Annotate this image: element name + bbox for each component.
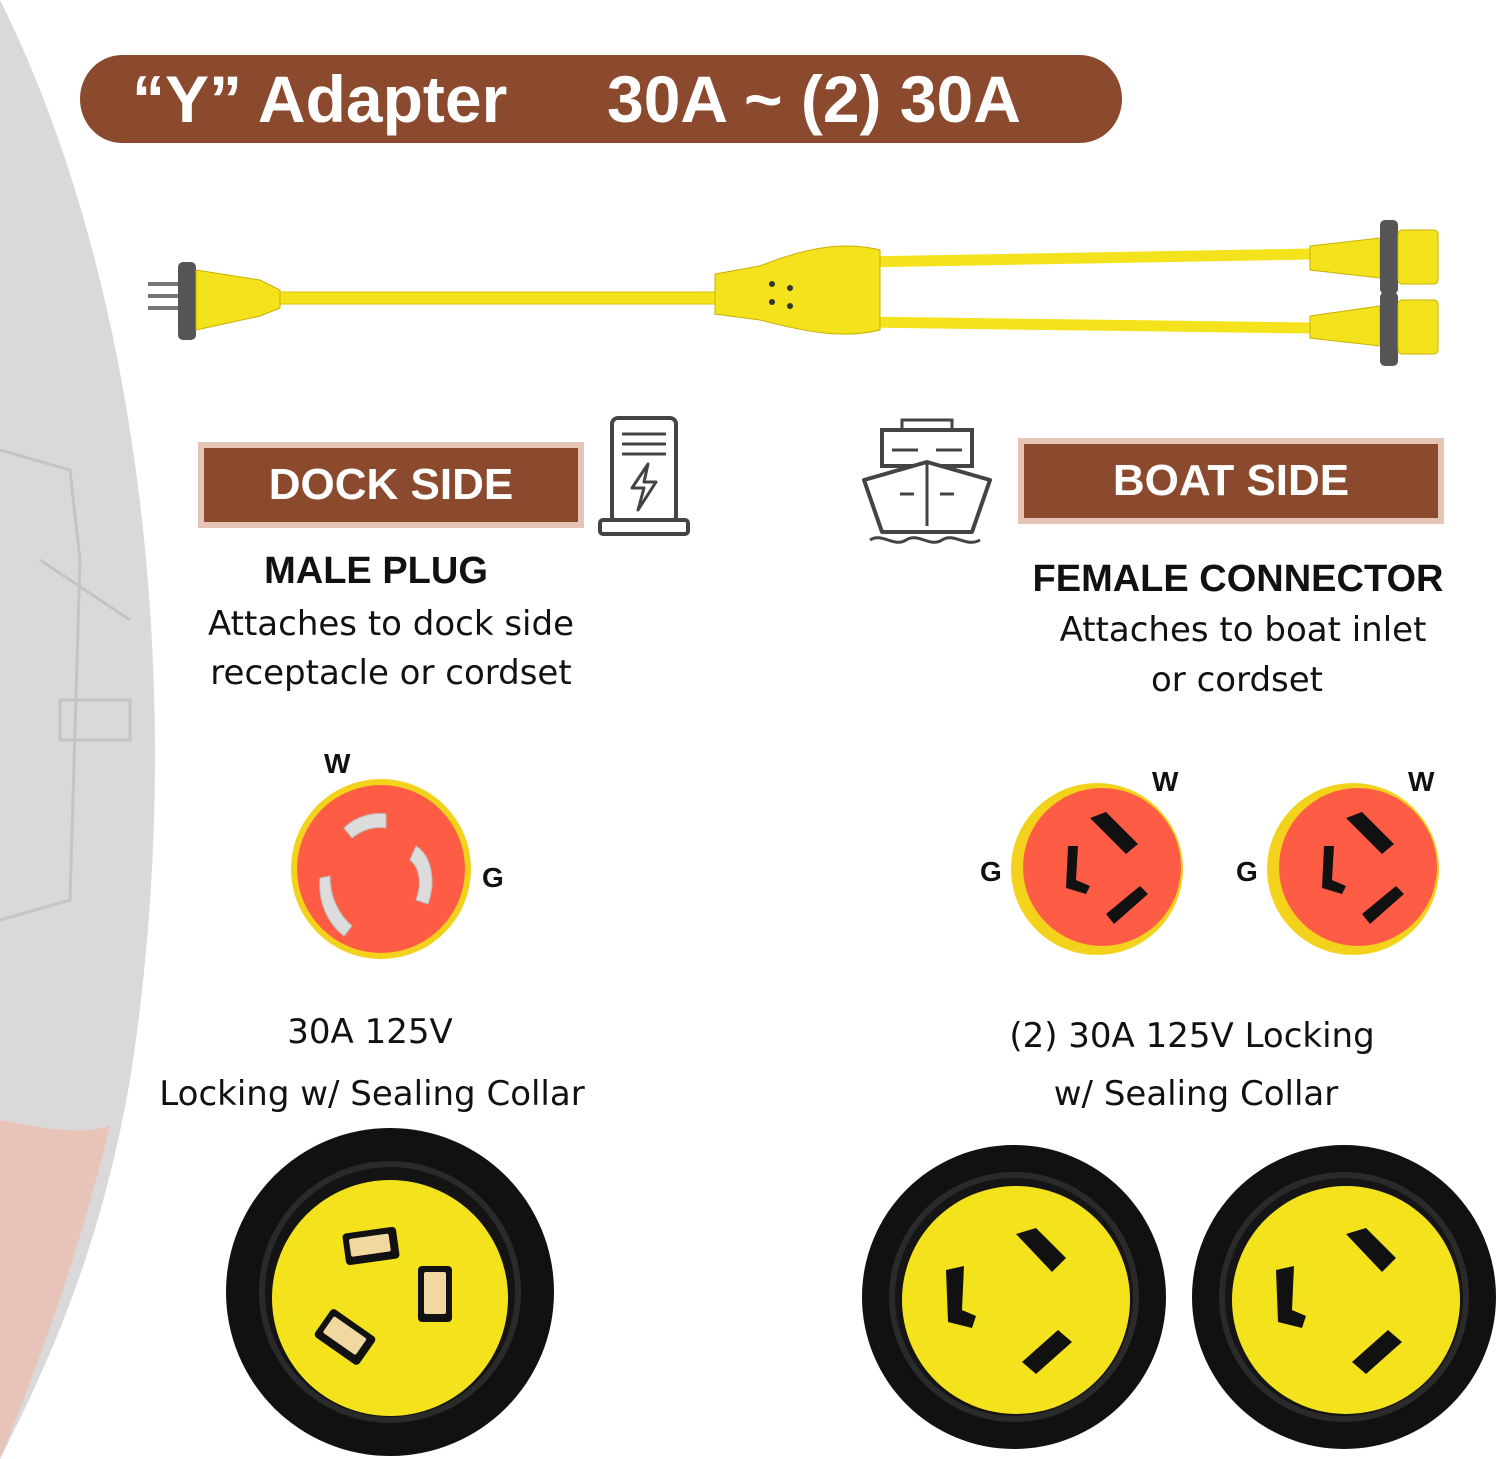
boat-rating-line2: w/ Sealing Collar: [1053, 1074, 1339, 1114]
boat-pin-w-label-2: W: [1408, 766, 1435, 797]
boat-desc-line1: Attaches to boat inlet: [1059, 610, 1427, 650]
boat-icon: [862, 418, 992, 544]
dock-pin-g-label: G: [482, 862, 504, 893]
boat-receptacle-face-diagram-2: [1267, 783, 1439, 955]
title-part1: “Y” Adapter: [132, 62, 508, 136]
title-part2: 30A ~ (2) 30A: [607, 62, 1021, 136]
dock-desc-line2: receptacle or cordset: [210, 653, 572, 693]
title-banner: “Y” Adapter 30A ~ (2) 30A: [80, 55, 1122, 143]
dock-heading: MALE PLUG: [264, 550, 488, 592]
boat-rating-line1: (2) 30A 125V Locking: [1009, 1016, 1375, 1056]
boat-desc-line2: or cordset: [1150, 660, 1323, 700]
dock-pin-w-label: W: [324, 748, 351, 779]
boat-pin-w-label-1: W: [1152, 766, 1179, 797]
dock-plug-face-diagram: [291, 779, 471, 959]
boat-receptacle-face-diagram-1: [1011, 783, 1183, 955]
boat-side-label: BOAT SIDE: [1024, 444, 1438, 518]
boat-heading: FEMALE CONNECTOR: [1032, 558, 1444, 600]
boat-receptacle-photo-2: [1192, 1145, 1496, 1449]
boat-pin-g-label-1: G: [980, 856, 1002, 887]
dock-side-label: DOCK SIDE: [204, 448, 578, 522]
dock-rating-line1: 30A 125V: [287, 1012, 453, 1052]
dock-plug-photo: [226, 1128, 554, 1456]
y-adapter-cord-image: [148, 220, 1439, 366]
charging-station-icon: [598, 416, 690, 536]
dock-desc-line1: Attaches to dock side: [207, 604, 574, 644]
dock-rating-line2: Locking w/ Sealing Collar: [159, 1074, 585, 1114]
boat-receptacle-photo-1: [862, 1145, 1166, 1449]
boat-pin-g-label-2: G: [1236, 856, 1258, 887]
